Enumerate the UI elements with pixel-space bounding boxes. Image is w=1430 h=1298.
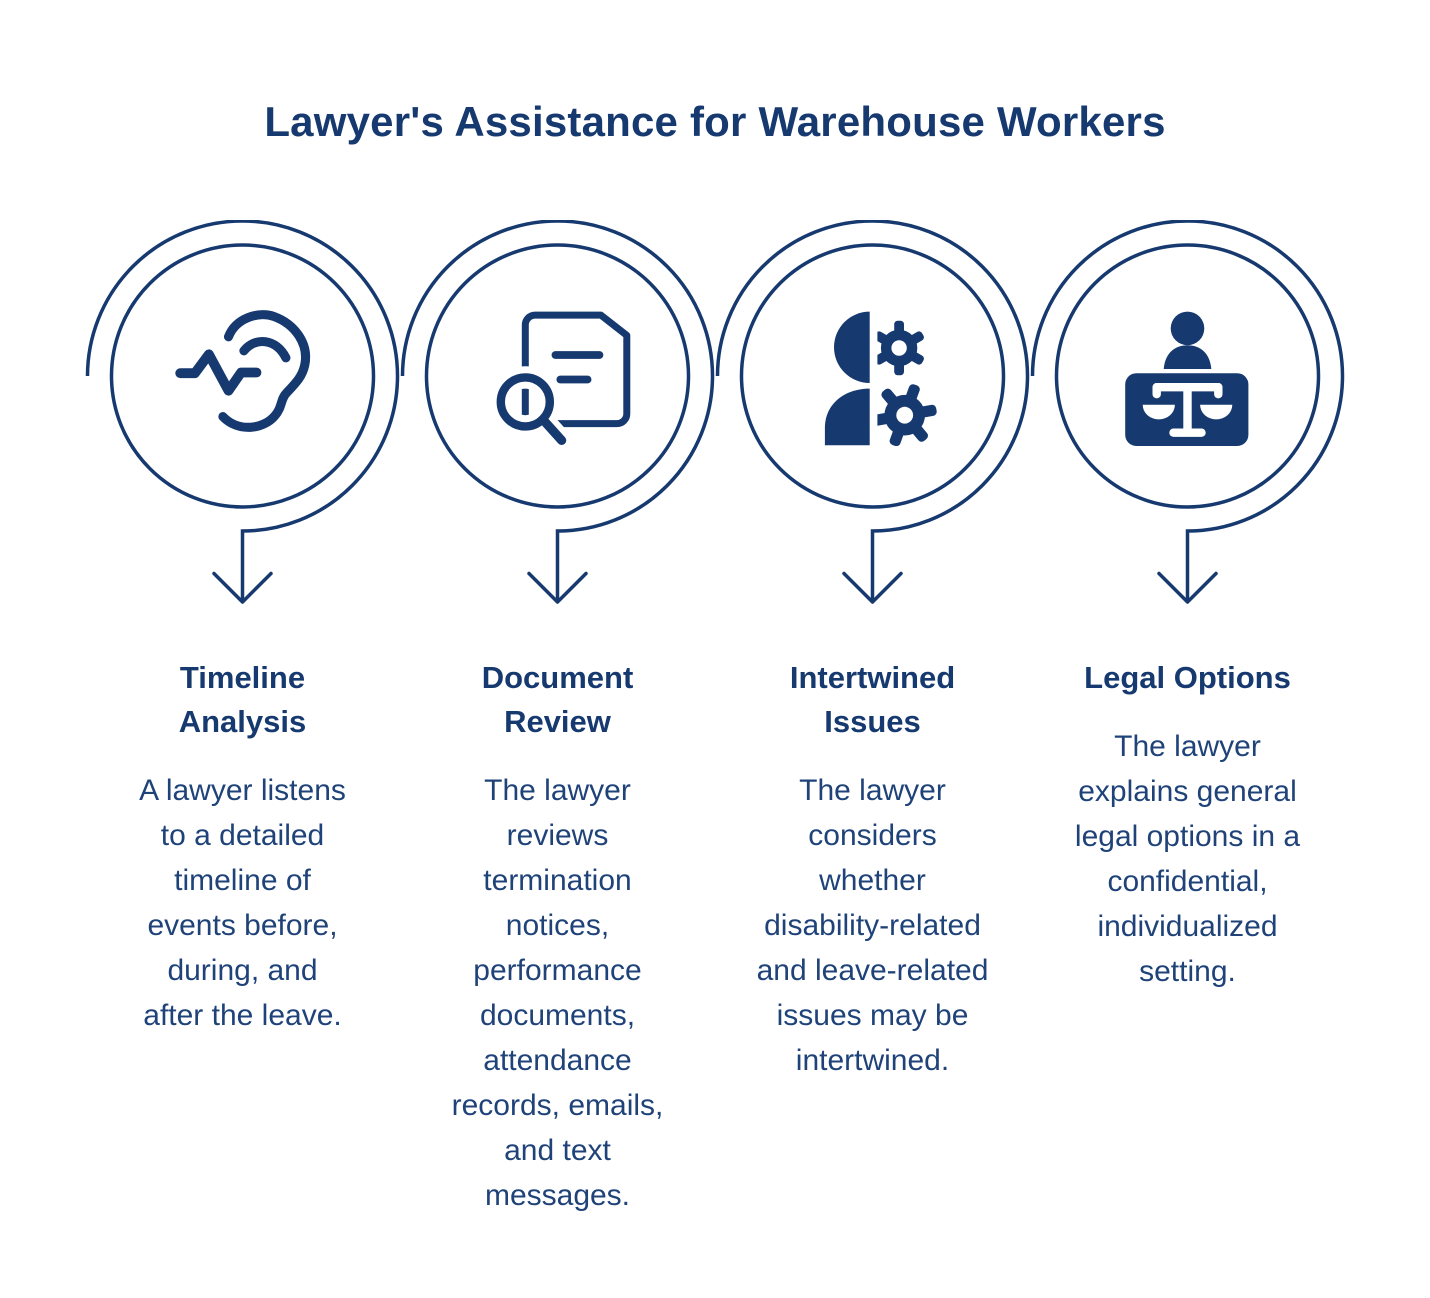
step-column: Legal Options The lawyer explains genera… xyxy=(1030,220,1345,1218)
magnifier-lens-shape xyxy=(496,373,554,431)
step-description: The lawyer explains general legal option… xyxy=(1074,730,1301,988)
step-column: Intertwined Issues The lawyer considers … xyxy=(715,220,1030,1218)
swirl-outline xyxy=(400,220,715,602)
step-description: The lawyer considers whether disability-… xyxy=(756,774,989,1077)
lawyer-head-shape xyxy=(1170,311,1205,346)
step-graphic xyxy=(400,220,715,604)
step-column: Timeline Analysis A lawyer listens to a … xyxy=(85,220,400,1218)
person-shoulders-shape xyxy=(824,388,870,446)
step-heading: Intertwined Issues xyxy=(789,660,956,739)
scales-of-justice-shape xyxy=(1142,383,1233,437)
step-column: Document Review The lawyer reviews termi… xyxy=(400,220,715,1218)
ear-helix-shape xyxy=(239,337,291,363)
page-title: Lawyer's Assistance for Warehouse Worker… xyxy=(264,98,1166,145)
person-gears-icon xyxy=(824,311,937,446)
swirl-outline xyxy=(1030,220,1345,602)
step-description: The lawyer reviews termination notices, … xyxy=(451,774,664,1212)
step-graphic xyxy=(1030,220,1345,604)
lawyer-shoulders-shape xyxy=(1163,345,1212,369)
infographic-canvas: Lawyer's Assistance for Warehouse Worker… xyxy=(85,98,1345,1218)
step-description: A lawyer listens to a detailed timeline … xyxy=(139,774,346,1032)
magnifier-handle-shape xyxy=(538,414,567,445)
icon-circle xyxy=(424,243,691,509)
person-head-shape xyxy=(834,311,870,383)
icon-circle xyxy=(739,243,1006,509)
ear-listening-icon xyxy=(175,310,311,432)
down-arrow-icon xyxy=(1157,571,1218,604)
document-search-icon xyxy=(489,311,631,451)
gear-top-shape xyxy=(877,320,924,376)
icon-circle xyxy=(109,243,376,509)
gear-bottom-shape xyxy=(877,384,937,446)
step-heading: Timeline Analysis xyxy=(178,660,307,739)
swirl-outline xyxy=(715,220,1030,602)
step-graphic xyxy=(85,220,400,604)
step-heading: Legal Options xyxy=(1084,660,1291,695)
down-arrow-icon xyxy=(527,571,588,604)
icon-circle xyxy=(1054,243,1321,509)
step-heading: Document Review xyxy=(481,660,634,739)
soundwave-shape xyxy=(175,349,262,396)
lawyer-scales-icon xyxy=(1125,311,1249,446)
gears-group xyxy=(877,320,937,446)
swirl-outline xyxy=(85,220,400,602)
ear-outline-shape xyxy=(218,310,311,432)
down-arrow-icon xyxy=(212,571,273,604)
down-arrow-icon xyxy=(842,571,903,604)
step-graphic xyxy=(715,220,1030,604)
steps-row: Timeline Analysis A lawyer listens to a … xyxy=(85,220,1345,1218)
